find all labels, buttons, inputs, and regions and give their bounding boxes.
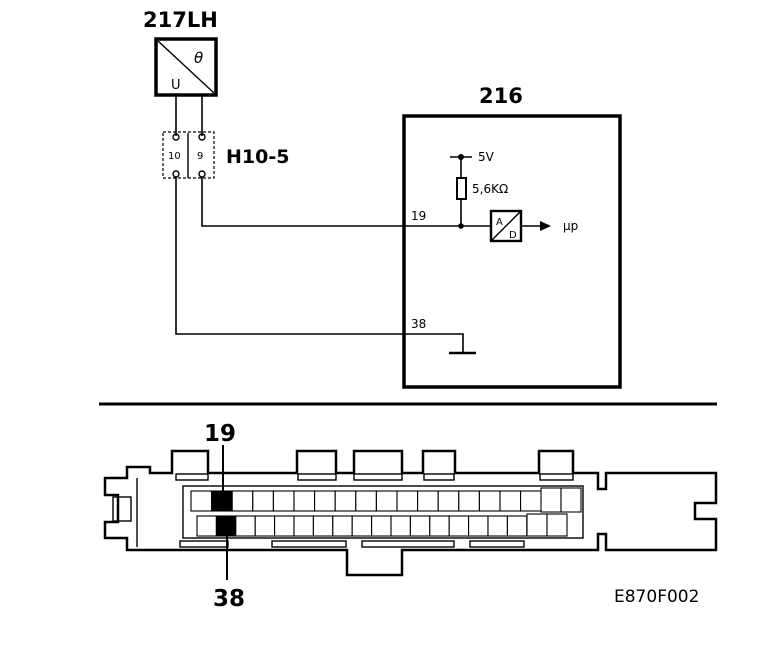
connector-pin <box>314 490 336 512</box>
ecu-label: 216 <box>479 84 523 108</box>
connector-pin <box>409 515 431 537</box>
connector-pin <box>312 515 334 537</box>
connector-pin <box>190 490 213 512</box>
connector-h10-5: 10 9 <box>162 131 215 179</box>
ecu-pin-38: 38 <box>411 317 426 331</box>
ecu-box <box>402 114 622 389</box>
connector-pin <box>274 515 295 537</box>
h10-pin-10: 10 <box>168 151 181 162</box>
connector-pin <box>293 515 314 537</box>
connector-pin <box>437 490 460 512</box>
connector-pin <box>371 515 392 537</box>
connector-pin <box>272 490 295 512</box>
arrow-right-icon <box>540 221 551 231</box>
resistor <box>456 177 467 200</box>
connector-pin <box>506 515 528 537</box>
connector-pin <box>390 515 411 537</box>
connector-h10-label: H10-5 <box>226 146 289 168</box>
ad-converter: A D <box>489 209 523 243</box>
sensor-symbol-theta: θ <box>194 49 203 67</box>
connector-pin <box>487 515 508 537</box>
connector-row-bottom <box>196 515 528 537</box>
pin-38-label: 38 <box>213 586 245 612</box>
sensor-label: 217LH <box>143 8 218 32</box>
connector-pin <box>396 490 419 512</box>
connector-pin <box>448 515 470 537</box>
connector-pin <box>332 515 353 537</box>
connector-pin-highlighted <box>211 490 233 512</box>
connector-large-cells <box>526 487 582 537</box>
temperature-sensor: θ U <box>154 37 218 97</box>
output-label: μp <box>563 219 578 233</box>
connector-pin <box>254 515 276 537</box>
connector-pin <box>375 490 398 512</box>
connector-pin <box>468 515 489 537</box>
connector-pin <box>334 490 357 512</box>
ecu-connector <box>103 449 718 577</box>
ecu-pin-19: 19 <box>411 209 426 223</box>
sensor-symbol-u: U <box>171 78 181 93</box>
connector-pin <box>293 490 316 512</box>
connector-pin <box>351 515 373 537</box>
connector-pin <box>355 490 377 512</box>
converter-d: D <box>509 230 517 241</box>
resistor-label: 5,6KΩ <box>472 182 508 196</box>
connector-pin <box>429 515 450 537</box>
connector-pin <box>235 515 256 537</box>
supply-label: 5V <box>478 150 495 164</box>
connector-pin <box>499 490 522 512</box>
connector-pin <box>458 490 480 512</box>
pin-19-label: 19 <box>204 421 236 447</box>
connector-pin <box>196 515 217 537</box>
connector-pin <box>417 490 439 512</box>
figure-code: E870F002 <box>614 587 699 607</box>
connector-pin <box>478 490 501 512</box>
connector-pin <box>252 490 274 512</box>
h10-pin-9: 9 <box>197 151 203 162</box>
connector-row-top <box>190 490 542 512</box>
connector-pin <box>520 490 542 512</box>
connector-pin <box>231 490 254 512</box>
converter-a: A <box>496 217 503 228</box>
